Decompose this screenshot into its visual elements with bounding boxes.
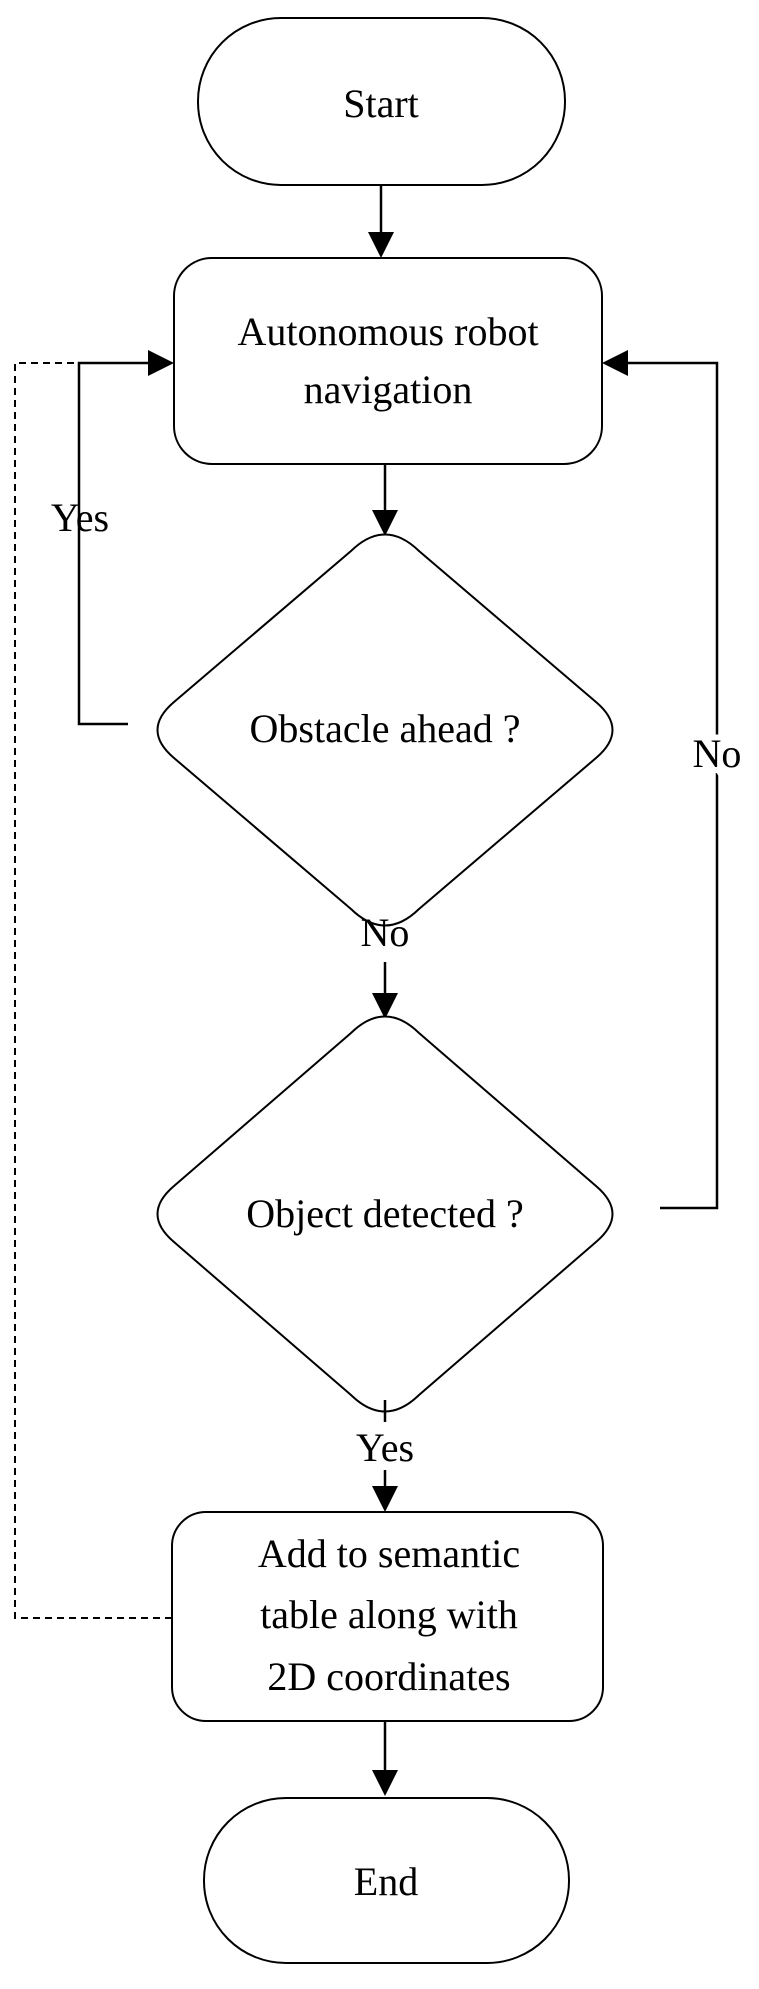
arrowhead-object-no — [602, 350, 628, 376]
navigation-node: Autonomous robot navigation — [173, 257, 603, 465]
end-label: End — [354, 1859, 418, 1904]
object-yes-label: Yes — [356, 1425, 414, 1470]
arrowhead-start-to-navigation — [368, 232, 394, 258]
object-no-label: No — [693, 731, 742, 776]
add-node: Add to semantic table along with 2D coor… — [171, 1511, 604, 1722]
arrowhead-navigation-to-obstacle — [372, 510, 398, 536]
arrowhead-obstacle-yes — [148, 350, 174, 376]
add-label-line-3: 2D coordinates — [267, 1654, 510, 1699]
object-decision: Object detected ? — [156, 1015, 614, 1413]
start-label: Start — [343, 81, 419, 126]
obstacle-yes-label: Yes — [51, 495, 109, 540]
add-label-line-1: Add to semantic — [258, 1531, 520, 1576]
object-label: Object detected ? — [246, 1191, 524, 1236]
navigation-label-line-1: Autonomous robot — [237, 309, 538, 354]
arrowhead-add-to-end — [372, 1770, 398, 1796]
edge-add-dashed-feedback — [14, 362, 172, 1619]
navigation-label-line-2: navigation — [304, 367, 473, 412]
arrowhead-object-to-add — [372, 1486, 398, 1512]
obstacle-label: Obstacle ahead ? — [250, 706, 521, 751]
add-label-line-2: table along with — [260, 1592, 518, 1637]
end-node: End — [203, 1797, 570, 1964]
edge-object-no-loop — [628, 361, 719, 1210]
edge-obstacle-yes-loop — [77, 361, 148, 726]
obstacle-decision: Obstacle ahead ? — [156, 533, 614, 927]
start-node: Start — [197, 17, 566, 186]
obstacle-no-label: No — [361, 910, 410, 955]
arrowhead-obstacle-to-object — [372, 993, 398, 1019]
